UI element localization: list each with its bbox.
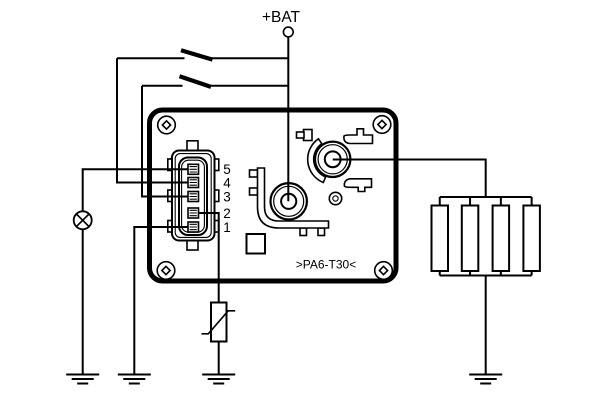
screw-icon [373,260,394,281]
wire-switch1-to-pin4 [116,58,193,184]
ground-symbols [66,373,503,385]
pin-contact [187,176,200,189]
battery-label: +BAT [262,9,301,26]
glow-plug [522,204,541,272]
indicator-lamp-icon [72,210,93,231]
glow-plug [491,204,511,272]
pin-label-1: 1 [223,220,231,235]
pin-label-4: 4 [223,175,231,190]
glow-plug [460,204,480,272]
screw-icon [156,115,177,135]
switch-contact-icon [180,48,214,62]
rivet-icon [328,191,343,206]
pin-labels: 5 4 3 2 1 [223,162,231,235]
chassis-ground-icon [202,373,236,385]
pin-label-5: 5 [223,162,231,177]
wire-switch2-to-pin3 [141,85,193,198]
housing-marking: >PA6-T30< [296,257,356,271]
screw-icon [372,114,392,135]
temperature-sensor-icon [201,301,236,343]
wire-pin5-to-lamp [81,168,193,212]
wiring [81,36,533,375]
chassis-ground-icon [66,373,100,385]
pin-contact [187,190,200,203]
chassis-ground-icon [117,373,151,385]
pin-contacts [187,163,200,233]
pin-contact [187,163,200,176]
pin-contact [187,207,200,219]
output-stud-bracket [295,128,327,184]
pin-contact [187,221,200,233]
pin-label-3: 3 [223,189,231,204]
corner-screws [156,114,394,281]
wire-pin1-to-ground [133,226,193,375]
housing-square-detail [245,233,266,255]
battery-stud-bracket [248,167,330,237]
switch-contact-icon [178,74,212,89]
retaining-clips [343,128,374,193]
screw-icon [156,260,176,281]
pin-label-2: 2 [223,206,231,221]
glow-plug-bank-icon [430,204,541,272]
chassis-ground-icon [469,373,503,385]
battery-terminal-icon [282,26,294,38]
wire-output-to-glowplugs [332,158,487,197]
glow-plug [430,204,449,272]
